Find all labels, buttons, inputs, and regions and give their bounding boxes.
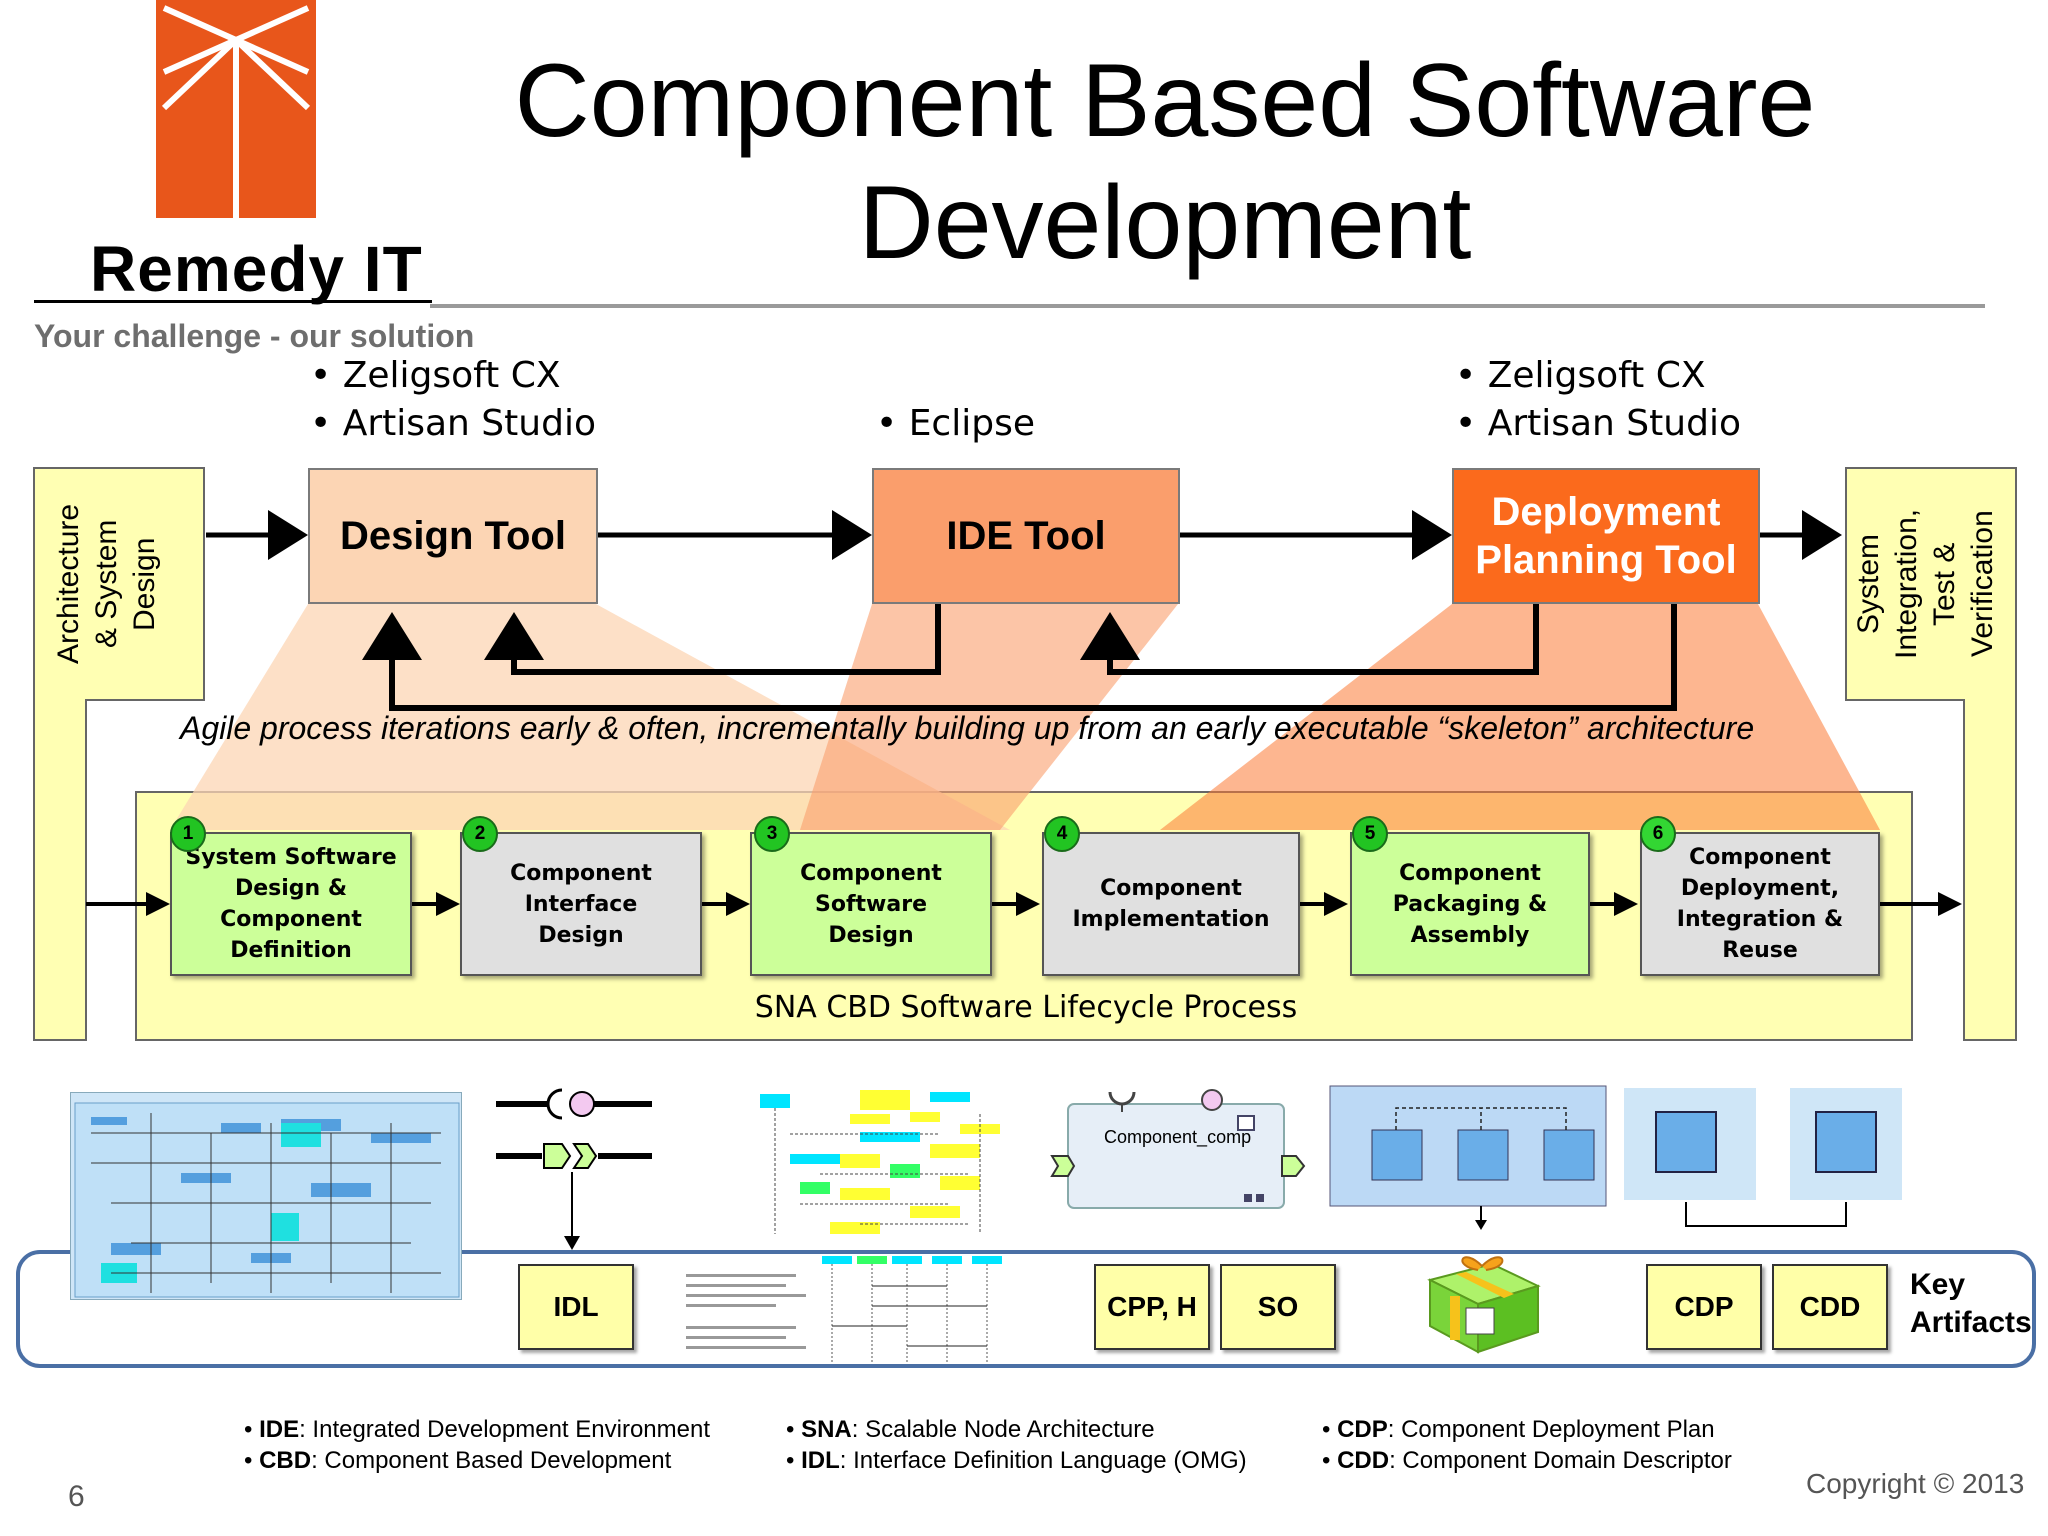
lifecycle-process-label: SNA CBD Software Lifecycle Process	[754, 990, 1298, 1025]
feedback-loop-deploy	[1080, 604, 1539, 675]
remedy-it-logo-icon	[156, 0, 316, 220]
step-number-badge: 5	[1352, 816, 1388, 852]
title-line-2: Development	[858, 165, 1472, 281]
ide-tool-box: IDE Tool	[872, 468, 1180, 604]
integration-column	[1845, 467, 2017, 1041]
step-number-badge: 1	[170, 816, 206, 852]
artifact-idl: IDL	[518, 1264, 634, 1350]
step-number-badge: 4	[1044, 816, 1080, 852]
legend-column-3: CDP: Component Deployment Plan CDD: Comp…	[1322, 1414, 1732, 1476]
key-artifacts-label: Key Artifacts	[1910, 1268, 2032, 1339]
page-number: 6	[68, 1480, 85, 1513]
agile-process-caption: Agile process iterations early & often, …	[180, 710, 1755, 746]
legend-item: IDE: Integrated Development Environment	[244, 1414, 710, 1445]
architecture-label: Architecture & System Design	[52, 503, 161, 665]
legend-item: CBD: Component Based Development	[244, 1445, 710, 1476]
integration-label: System Integration, Test & Verification	[1852, 508, 1999, 660]
component-label: Component_comp	[1104, 1127, 1252, 1147]
artifact-cdd: CDD	[1772, 1264, 1888, 1350]
page-title: Component Based Software Development	[480, 40, 1850, 284]
package-gift-icon	[1422, 1246, 1546, 1356]
sequence-diagram-thumbnail	[682, 1256, 1058, 1364]
system-design-diagram-thumbnail	[70, 1092, 462, 1300]
legend-column-2: SNA: Scalable Node Architecture IDL: Int…	[786, 1414, 1247, 1476]
tool-list-item: Eclipse	[876, 400, 1035, 448]
deploy-tool-funnel	[1160, 604, 1880, 830]
artifact-cpp-h: CPP, H	[1094, 1264, 1210, 1350]
tool-list-left: Zeligsoft CX Artisan Studio	[310, 352, 596, 448]
tool-list-item: Artisan Studio	[310, 400, 596, 448]
class-diagram-thumbnail	[740, 1084, 1020, 1244]
component-thumbnail: Component_comp	[1048, 1082, 1308, 1222]
tool-list-item: Zeligsoft CX	[1455, 352, 1741, 400]
legend-item: SNA: Scalable Node Architecture	[786, 1414, 1247, 1445]
process-diagram-canvas	[33, 467, 2017, 1041]
legend-item: IDL: Interface Definition Language (OMG)	[786, 1445, 1247, 1476]
assembly-thumbnail	[1326, 1082, 1610, 1230]
brand-underline	[34, 300, 432, 303]
legend-item: CDD: Component Domain Descriptor	[1322, 1445, 1732, 1476]
tool-list-item: Zeligsoft CX	[310, 352, 596, 400]
tool-list-item: Artisan Studio	[1455, 400, 1741, 448]
key-artifacts-frame	[16, 1250, 2036, 1368]
tagline: Your challenge - our solution	[34, 318, 475, 354]
artifact-cdp: CDP	[1646, 1264, 1762, 1350]
deployment-planning-tool-box: Deployment Planning Tool	[1452, 468, 1760, 604]
step-number-badge: 3	[754, 816, 790, 852]
lifecycle-band	[135, 791, 1913, 1041]
interface-symbols-thumbnail	[492, 1082, 662, 1252]
tool-list-right: Zeligsoft CX Artisan Studio	[1455, 352, 1741, 448]
legend-item: CDP: Component Deployment Plan	[1322, 1414, 1732, 1445]
copyright: Copyright © 2013	[1806, 1468, 2025, 1499]
header-divider	[430, 304, 1985, 308]
architecture-column	[33, 467, 205, 1041]
brand-name: Remedy IT	[90, 233, 423, 305]
feedback-loop-outer	[362, 604, 1677, 711]
feedback-loop-ide	[484, 604, 941, 675]
design-tool-funnel	[170, 604, 1010, 830]
legend-column-1: IDE: Integrated Development Environment …	[244, 1414, 710, 1476]
tool-list-middle: Eclipse	[876, 400, 1035, 448]
deployment-targets-thumbnail	[1620, 1084, 1906, 1232]
artifact-so: SO	[1220, 1264, 1336, 1350]
step-number-badge: 6	[1640, 816, 1676, 852]
title-line-1: Component Based Software	[514, 43, 1816, 159]
step-number-badge: 2	[462, 816, 498, 852]
design-tool-box: Design Tool	[308, 468, 598, 604]
ide-tool-funnel	[800, 604, 1178, 830]
